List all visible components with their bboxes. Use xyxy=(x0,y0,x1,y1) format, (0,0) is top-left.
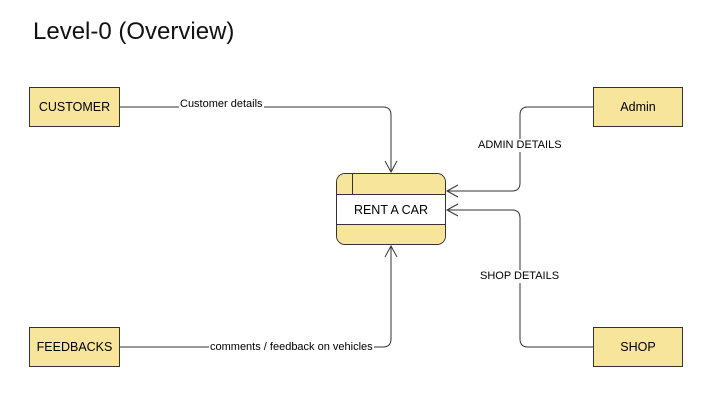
process-label: RENT A CAR xyxy=(337,195,445,225)
entity-admin[interactable]: Admin xyxy=(593,87,683,127)
customer-flow-connector xyxy=(120,106,392,172)
diagram-title: Level-0 (Overview) xyxy=(33,18,235,45)
entity-feedbacks-label: FEEDBACKS xyxy=(36,340,113,354)
feedback-flow-arrowhead xyxy=(384,244,398,258)
entity-shop-label: SHOP xyxy=(620,340,656,354)
shop-flow-arrowhead xyxy=(445,203,459,217)
customer-flow-arrowhead xyxy=(384,160,398,174)
flow-label-admin-details: ADMIN DETAILS xyxy=(477,139,563,152)
entity-admin-label: Admin xyxy=(620,100,656,114)
entity-shop[interactable]: SHOP xyxy=(593,327,683,367)
process-header-band xyxy=(337,174,445,195)
process-rent-a-car[interactable]: RENT A CAR xyxy=(336,173,446,245)
admin-flow-arrowhead xyxy=(445,184,459,198)
flow-label-customer-details: Customer details xyxy=(179,98,264,111)
entity-feedbacks[interactable]: FEEDBACKS xyxy=(29,327,120,367)
feedback-flow-connector xyxy=(120,246,392,348)
entity-customer[interactable]: CUSTOMER xyxy=(29,87,120,127)
flow-label-shop-details: SHOP DETAILS xyxy=(479,270,561,283)
entity-customer-label: CUSTOMER xyxy=(38,100,111,114)
process-id-divider xyxy=(352,174,353,194)
process-footer-band xyxy=(337,225,445,244)
flow-label-feedback: comments / feedback on vehicles xyxy=(209,341,374,354)
